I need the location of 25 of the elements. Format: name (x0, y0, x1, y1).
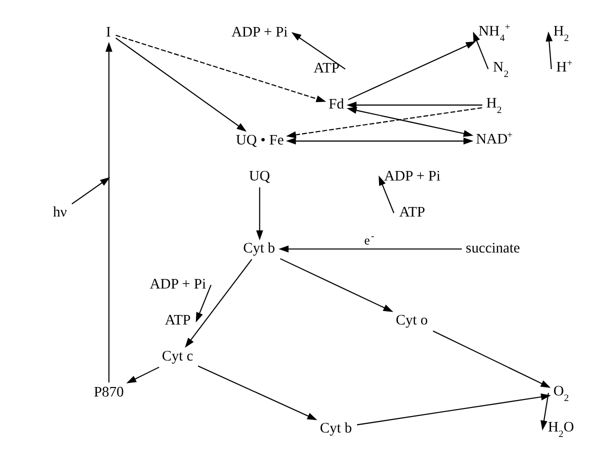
edge-label: e$^{-}$ (364, 231, 374, 248)
node-text: H$_{2}$O (548, 419, 574, 440)
node-text: H$_{2}$ (553, 24, 569, 44)
node-text: P870 (94, 384, 124, 400)
node-text: ATP (314, 60, 340, 76)
node-text: Cyt b (320, 420, 352, 436)
node-text: UQ • Fe (236, 132, 284, 148)
node-text: ATP (399, 204, 426, 220)
node-text: H$^{+}$ (556, 58, 572, 76)
node-text: ADP + Pi (150, 276, 206, 292)
node-text: hν (52, 204, 67, 220)
node-text: Cyt o (396, 312, 428, 328)
node-text: ADP + Pi (231, 24, 288, 41)
node-text: I (106, 24, 111, 41)
node-text: Cyt c (162, 348, 194, 364)
node-text: NAD$^{+}$ (476, 130, 513, 148)
node-text: H$_{2}$ (486, 95, 502, 116)
node-text: N$_{2}$ (493, 60, 509, 80)
node-text: ADP + Pi (384, 168, 440, 184)
node-text: succinate (466, 240, 520, 256)
node-text: O$_{2}$ (553, 383, 569, 404)
node-text: Fd (328, 96, 344, 112)
node-text: UQ (248, 168, 270, 184)
node-text: Cyt b (243, 240, 276, 256)
node-text: ATP (164, 312, 191, 328)
